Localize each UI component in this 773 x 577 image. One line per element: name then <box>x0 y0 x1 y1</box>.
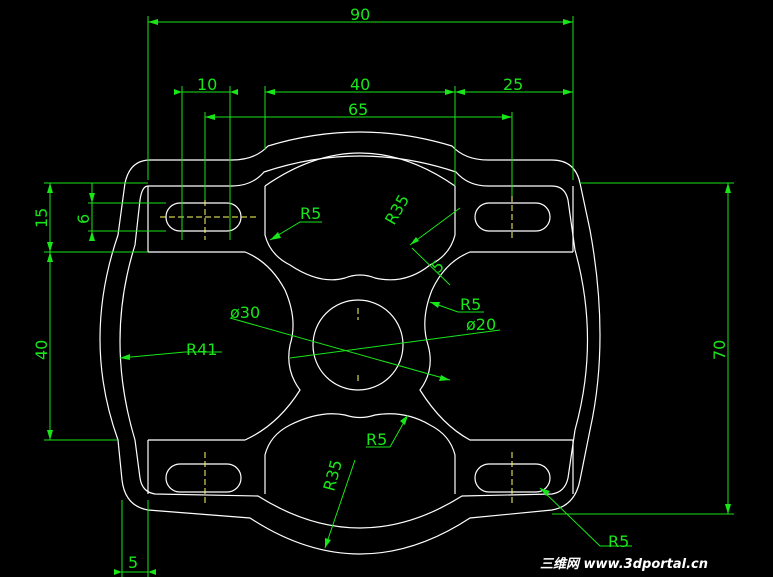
dim-left-height: 15 <box>32 208 51 228</box>
dim-bottom-offset: 5 <box>128 553 138 572</box>
top-pocket <box>264 186 456 281</box>
bottom-pocket <box>264 413 456 494</box>
dimension-lines <box>44 16 734 577</box>
dim-slot-height: 6 <box>74 214 93 224</box>
dim-radius-bottom-right: R5 <box>608 532 629 551</box>
dim-slot-width: 10 <box>197 75 217 94</box>
outer-boundary <box>99 131 601 555</box>
dim-radius-outer-left: R41 <box>186 340 217 359</box>
dim-inner-span: 40 <box>350 75 370 94</box>
arrowheads <box>47 19 731 575</box>
dim-radius-bottom-mid: R5 <box>366 430 387 449</box>
dim-left-span: 40 <box>32 340 51 360</box>
dim-right-height: 70 <box>710 340 729 360</box>
dim-hole-inner: ø20 <box>466 315 496 334</box>
left-lobe <box>148 251 301 441</box>
dim-slot-center-span: 65 <box>348 100 368 119</box>
slot-bottom-left <box>165 463 242 493</box>
right-lobe <box>419 251 573 441</box>
top-pocket-arc <box>264 152 456 187</box>
dim-overall-width: 90 <box>350 5 370 24</box>
watermark: 三维网 www.3dportal.cn <box>540 556 708 572</box>
center-hole <box>312 299 404 391</box>
centerlines <box>160 196 513 505</box>
dim-hole-outer: ø30 <box>230 303 260 322</box>
dim-radius-mid-right: R5 <box>460 295 481 314</box>
slot-top-right <box>474 202 551 232</box>
dim-radius-top-left: R5 <box>300 204 321 223</box>
dim-right-offset: 25 <box>503 75 523 94</box>
